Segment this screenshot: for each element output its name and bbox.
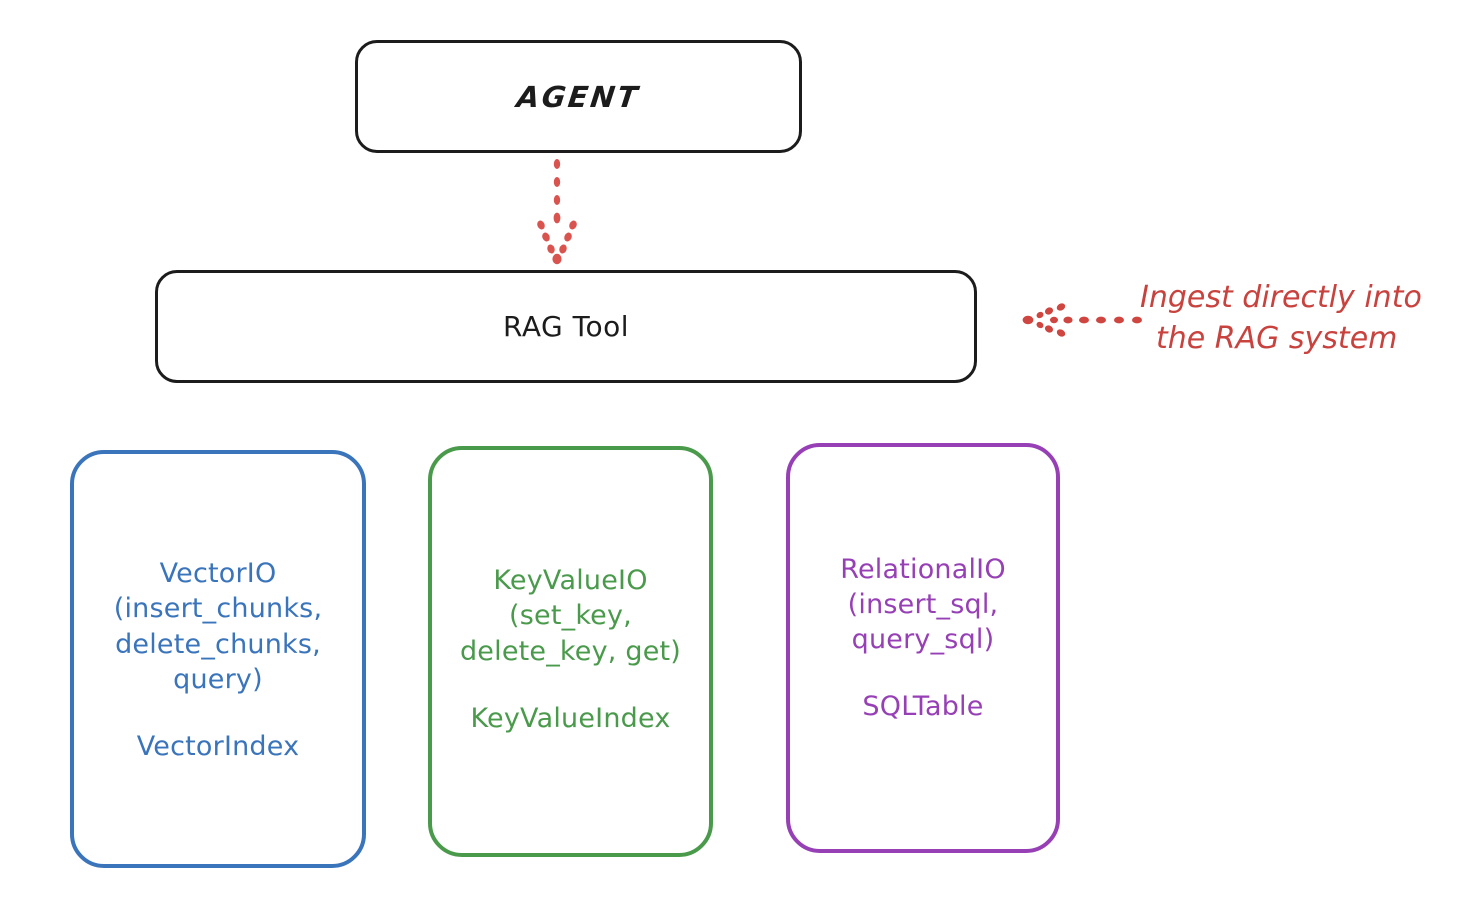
vector-io-line-3: delete_chunks,	[115, 628, 321, 660]
ingest-annotation: Ingest directly into the RAG system	[1140, 278, 1480, 359]
relational-io-line-2: (insert_sql,	[847, 588, 999, 620]
rag-tool-node[interactable]: RAG Tool	[155, 270, 977, 383]
sql-table-label: SQLTable	[862, 691, 984, 723]
vector-index-label: VectorIndex	[136, 730, 300, 762]
vector-io-line-1: VectorIO	[159, 558, 277, 590]
key-value-io-signature: KeyValueIO (set_key, delete_key, get)	[460, 563, 681, 668]
agent-node[interactable]: AGENT	[355, 40, 802, 153]
vector-io-signature: VectorIO (insert_chunks, delete_chunks, …	[114, 556, 322, 696]
key-value-io-line-2: (set_key,	[509, 600, 632, 632]
ingest-into-rag-tool-arrow	[1022, 303, 1142, 337]
vector-io-node[interactable]: VectorIO (insert_chunks, delete_chunks, …	[70, 450, 366, 868]
key-value-io-line-1: KeyValueIO	[493, 565, 648, 597]
relational-io-line-3: query_sql)	[851, 624, 995, 656]
vector-io-line-4: query)	[173, 663, 263, 695]
ingest-annotation-line-2: the RAG system	[1156, 320, 1398, 356]
key-value-io-line-3: delete_key, get)	[459, 635, 682, 667]
agent-to-rag-tool-arrow	[537, 159, 577, 265]
key-value-io-node[interactable]: KeyValueIO (set_key, delete_key, get) Ke…	[428, 446, 713, 857]
key-value-index-label: KeyValueIndex	[470, 702, 671, 734]
relational-io-line-1: RelationalIO	[840, 553, 1006, 585]
rag-tool-node-label: RAG Tool	[503, 310, 629, 343]
relational-io-signature: RelationalIO (insert_sql, query_sql)	[840, 552, 1006, 657]
vector-io-line-2: (insert_chunks,	[113, 593, 323, 625]
agent-node-label: AGENT	[515, 79, 642, 114]
relational-io-node[interactable]: RelationalIO (insert_sql, query_sql) SQL…	[786, 443, 1060, 853]
ingest-annotation-line-1: Ingest directly into	[1140, 280, 1422, 315]
